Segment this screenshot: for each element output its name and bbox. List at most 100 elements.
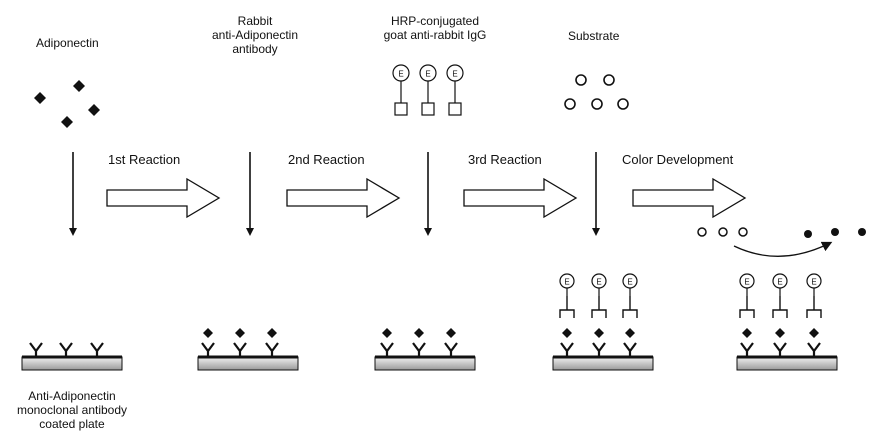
capture-antibody [201, 342, 215, 357]
bound-adiponectin [594, 328, 604, 338]
bound-adiponectin [775, 328, 785, 338]
adiponectin-label: Adiponectin [36, 36, 99, 50]
adiponectin-molecules [34, 80, 100, 128]
plate-body [374, 356, 476, 371]
rabbit-label-line3: antibody [232, 42, 278, 56]
enzyme-circle [559, 273, 575, 289]
capture-antibody [560, 342, 574, 357]
coated-plate-label: Anti-Adiponectin monoclonal antibody coa… [12, 389, 132, 431]
substrate-circle [564, 98, 576, 110]
enzyme-circle [622, 273, 638, 289]
capture-antibody [265, 342, 279, 357]
hrp-label-line1: HRP-conjugated [390, 14, 480, 28]
conversion-arrow [733, 241, 833, 257]
reaction-arrow-1 [106, 177, 221, 219]
capture-antibody [59, 342, 73, 357]
capture-antibody [233, 342, 247, 357]
capture-antibody [592, 342, 606, 357]
color-conversion [697, 227, 866, 257]
detection-antibody [772, 296, 788, 318]
detection-antibody [591, 296, 607, 318]
igg-fab [421, 102, 435, 116]
down-arrow-3 [424, 152, 432, 236]
igg-fab [394, 102, 408, 116]
plate-label-line3: coated plate [39, 417, 105, 431]
substrate-circle [603, 74, 615, 86]
bound-adiponectin [809, 328, 819, 338]
bound-adiponectin [382, 328, 392, 338]
enzyme-letter: E [452, 70, 457, 79]
plate-body [197, 356, 299, 371]
igg-fab [448, 102, 462, 116]
bound-adiponectin [267, 328, 277, 338]
bound-adiponectin [203, 328, 213, 338]
detection-antibody [806, 296, 822, 318]
bound-adiponectin [742, 328, 752, 338]
plate-body [21, 356, 123, 371]
product-dot [831, 228, 839, 236]
reaction-2-label: 2nd Reaction [288, 152, 365, 167]
enzyme-letter: E [777, 278, 782, 287]
enzyme-letter: E [425, 70, 430, 79]
substrate-circle [591, 98, 603, 110]
rabbit-label-line1: Rabbit [237, 14, 273, 28]
adiponectin-diamond [73, 80, 85, 92]
enzyme-circle [591, 273, 607, 289]
adiponectin-diamond [88, 104, 100, 116]
product-dot [804, 230, 812, 238]
enzyme-circle [806, 273, 822, 289]
plate-label-line1: Anti-Adiponectin [28, 389, 116, 403]
plate-label-line2: monoclonal antibody [16, 403, 128, 417]
capture-antibody [90, 342, 104, 357]
capture-antibody [740, 342, 754, 357]
substrate-circle [718, 227, 728, 237]
plate-body [736, 356, 838, 371]
capture-antibody [412, 342, 426, 357]
enzyme-letter: E [564, 278, 569, 287]
down-arrow-4 [592, 152, 600, 236]
reaction-1-label: 1st Reaction [108, 152, 181, 167]
down-arrow-1 [69, 152, 77, 236]
rabbit-label-line2: anti-Adiponectin [211, 28, 299, 42]
enzyme-letter: E [596, 278, 601, 287]
down-arrow-2 [246, 152, 254, 236]
enzyme-letter: E [627, 278, 632, 287]
plate-step-1 [21, 342, 123, 371]
product-dot [858, 228, 866, 236]
substrate-circle [697, 227, 707, 237]
reaction-arrow-2 [286, 177, 401, 219]
bound-adiponectin [562, 328, 572, 338]
adiponectin-diamond [34, 92, 46, 104]
substrate-molecules [564, 74, 629, 110]
enzyme-circle [772, 273, 788, 289]
capture-antibody [807, 342, 821, 357]
hrp-label-line2: goat anti-rabbit IgG [383, 28, 487, 42]
bound-adiponectin [414, 328, 424, 338]
enzyme-circle [739, 273, 755, 289]
substrate-circle [575, 74, 587, 86]
enzyme-letter: E [398, 70, 403, 79]
detection-antibody [559, 296, 575, 318]
substrate-circle [738, 227, 748, 237]
bound-adiponectin [235, 328, 245, 338]
enzyme-letter: E [811, 278, 816, 287]
substrate-circle [617, 98, 629, 110]
capture-antibody [623, 342, 637, 357]
hrp-igg-label: HRP-conjugated goat anti-rabbit IgG [365, 14, 505, 42]
substrate-label: Substrate [568, 29, 620, 43]
rabbit-antibody-label: Rabbit anti-Adiponectin antibody [200, 14, 310, 56]
plate-step-3 [374, 328, 476, 371]
reaction-arrow-4 [632, 177, 747, 219]
enzyme-letter: E [744, 278, 749, 287]
bound-adiponectin [625, 328, 635, 338]
bound-adiponectin [446, 328, 456, 338]
reaction-3-label: 3rd Reaction [468, 152, 542, 167]
detection-antibody [739, 296, 755, 318]
color-development-label: Color Development [622, 152, 734, 167]
reaction-arrow-3 [463, 177, 578, 219]
capture-antibody [29, 342, 43, 357]
